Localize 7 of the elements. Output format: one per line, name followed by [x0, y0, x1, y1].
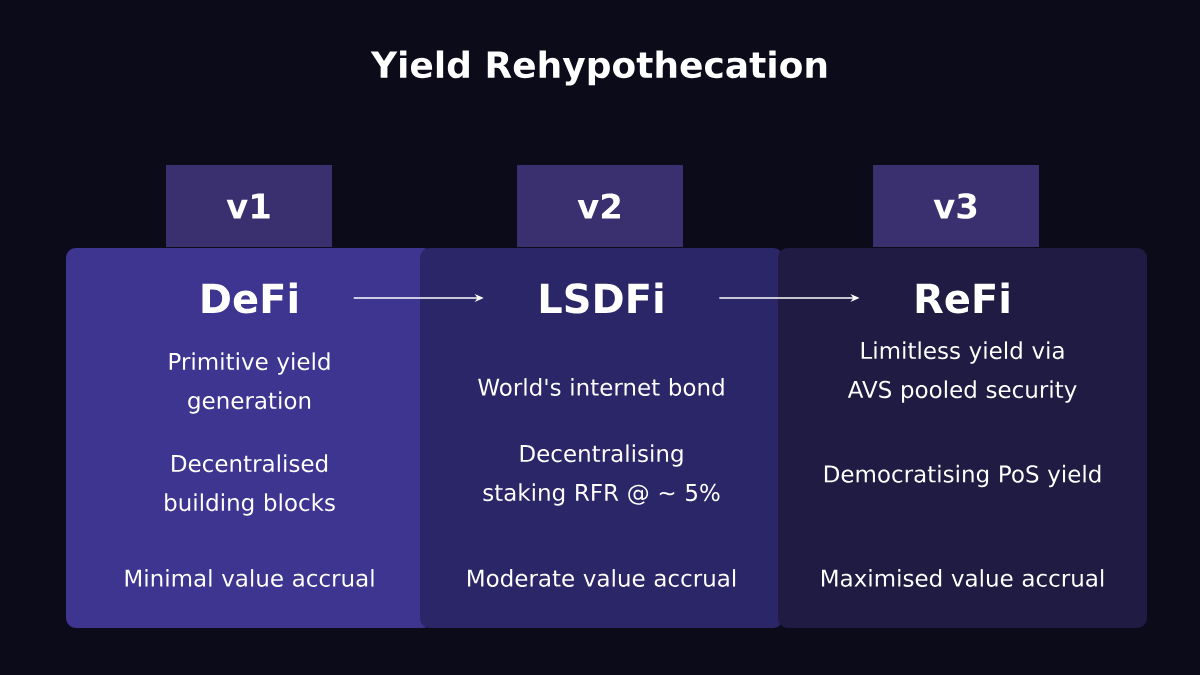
version-tab: v2 — [517, 165, 683, 247]
stage-panel: DeFi Primitive yield generation Decentralised building blocks Minimal value accrual — [66, 248, 433, 628]
stage-panel: ReFi Limitless yield via AVS pooled security Democratising PoS yield Maximised value accrual — [778, 248, 1147, 628]
version-tab: v1 — [166, 165, 332, 247]
stage-panel: LSDFi World's internet bond Decentralising staking RFR @ ~ 5% Moderate value accrual — [420, 248, 783, 628]
version-tab: v3 — [873, 165, 1039, 247]
title: Yield Rehypothecation — [370, 50, 827, 86]
